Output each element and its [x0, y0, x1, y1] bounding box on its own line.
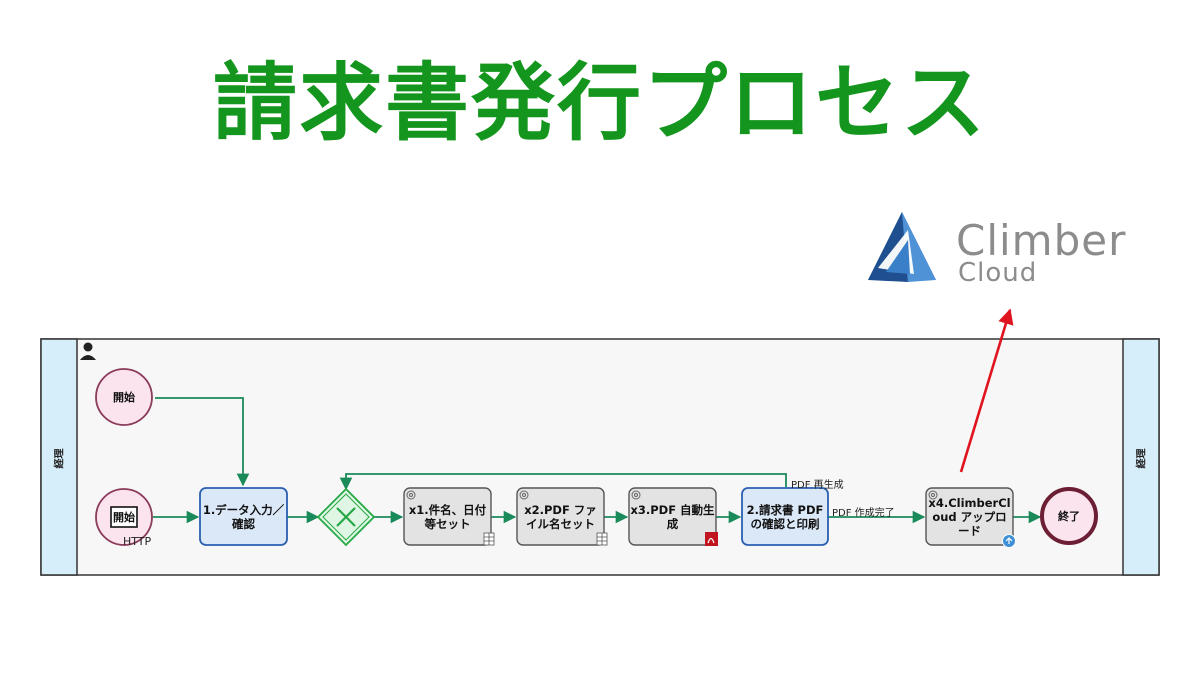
- start-event-top[interactable]: [95, 368, 153, 426]
- pdf-icon: [705, 532, 718, 546]
- person-icon: [80, 342, 96, 360]
- lane-left[interactable]: [40, 338, 78, 576]
- page-title: 請求書発行プロセス: [212, 53, 987, 152]
- start-event-http-label: 開始: [113, 511, 135, 524]
- end-event-label: 終了: [1058, 510, 1080, 523]
- task-x1-set-subject[interactable]: [403, 487, 492, 546]
- task-x3-label: x3.PDF 自動生成: [630, 502, 715, 531]
- task-x2-label: x2.PDF ファイル名セット: [524, 502, 597, 531]
- end-event[interactable]: [1040, 487, 1098, 545]
- task-x2-set-filename[interactable]: [516, 487, 605, 546]
- flow-regenerate-loop[interactable]: [339, 473, 787, 491]
- start-event-http-sublabel: HTTP: [123, 535, 152, 548]
- lane-label-right: 経理: [1136, 448, 1148, 469]
- gear-icon: [406, 490, 416, 500]
- task-data-entry[interactable]: [199, 487, 288, 546]
- task-x4-upload[interactable]: [925, 487, 1014, 546]
- spreadsheet-icon: [483, 532, 495, 546]
- cloud-upload-icon: [1002, 534, 1016, 548]
- logo-text-climber: Climber: [956, 216, 1127, 265]
- flow-label-created: PDF 作成完了: [832, 508, 895, 519]
- gear-icon: [519, 490, 529, 500]
- gear-icon: [928, 490, 938, 500]
- task-invoice-print-label: 2.請求書 PDF の確認と印刷: [746, 502, 824, 531]
- gear-icon: [631, 490, 641, 500]
- climber-cloud-logo: Climber Cloud: [866, 210, 1156, 290]
- upload-arrow: [959, 308, 1014, 473]
- flow-start-to-task1[interactable]: [155, 397, 250, 487]
- task-invoice-print[interactable]: [741, 487, 829, 546]
- start-event-top-label: 開始: [113, 391, 135, 404]
- lane-label-left: 経理: [54, 448, 66, 469]
- message-icon: [110, 506, 138, 528]
- flow-label-regenerate: PDF 再生成: [791, 480, 844, 491]
- lane-right[interactable]: [1122, 338, 1160, 576]
- task-x1-label: x1.件名、日付等セット: [408, 502, 487, 531]
- task-data-entry-label: 1.データ入力／確認: [202, 502, 285, 531]
- logo-text-cloud: Cloud: [958, 258, 1038, 288]
- climber-triangle-logo-icon: [868, 212, 936, 282]
- spreadsheet-icon: [596, 532, 608, 546]
- task-x3-generate-pdf[interactable]: [628, 487, 717, 546]
- exclusive-gateway[interactable]: [316, 487, 376, 547]
- task-x4-label: x4.ClimberCloud アップロード: [928, 495, 1011, 538]
